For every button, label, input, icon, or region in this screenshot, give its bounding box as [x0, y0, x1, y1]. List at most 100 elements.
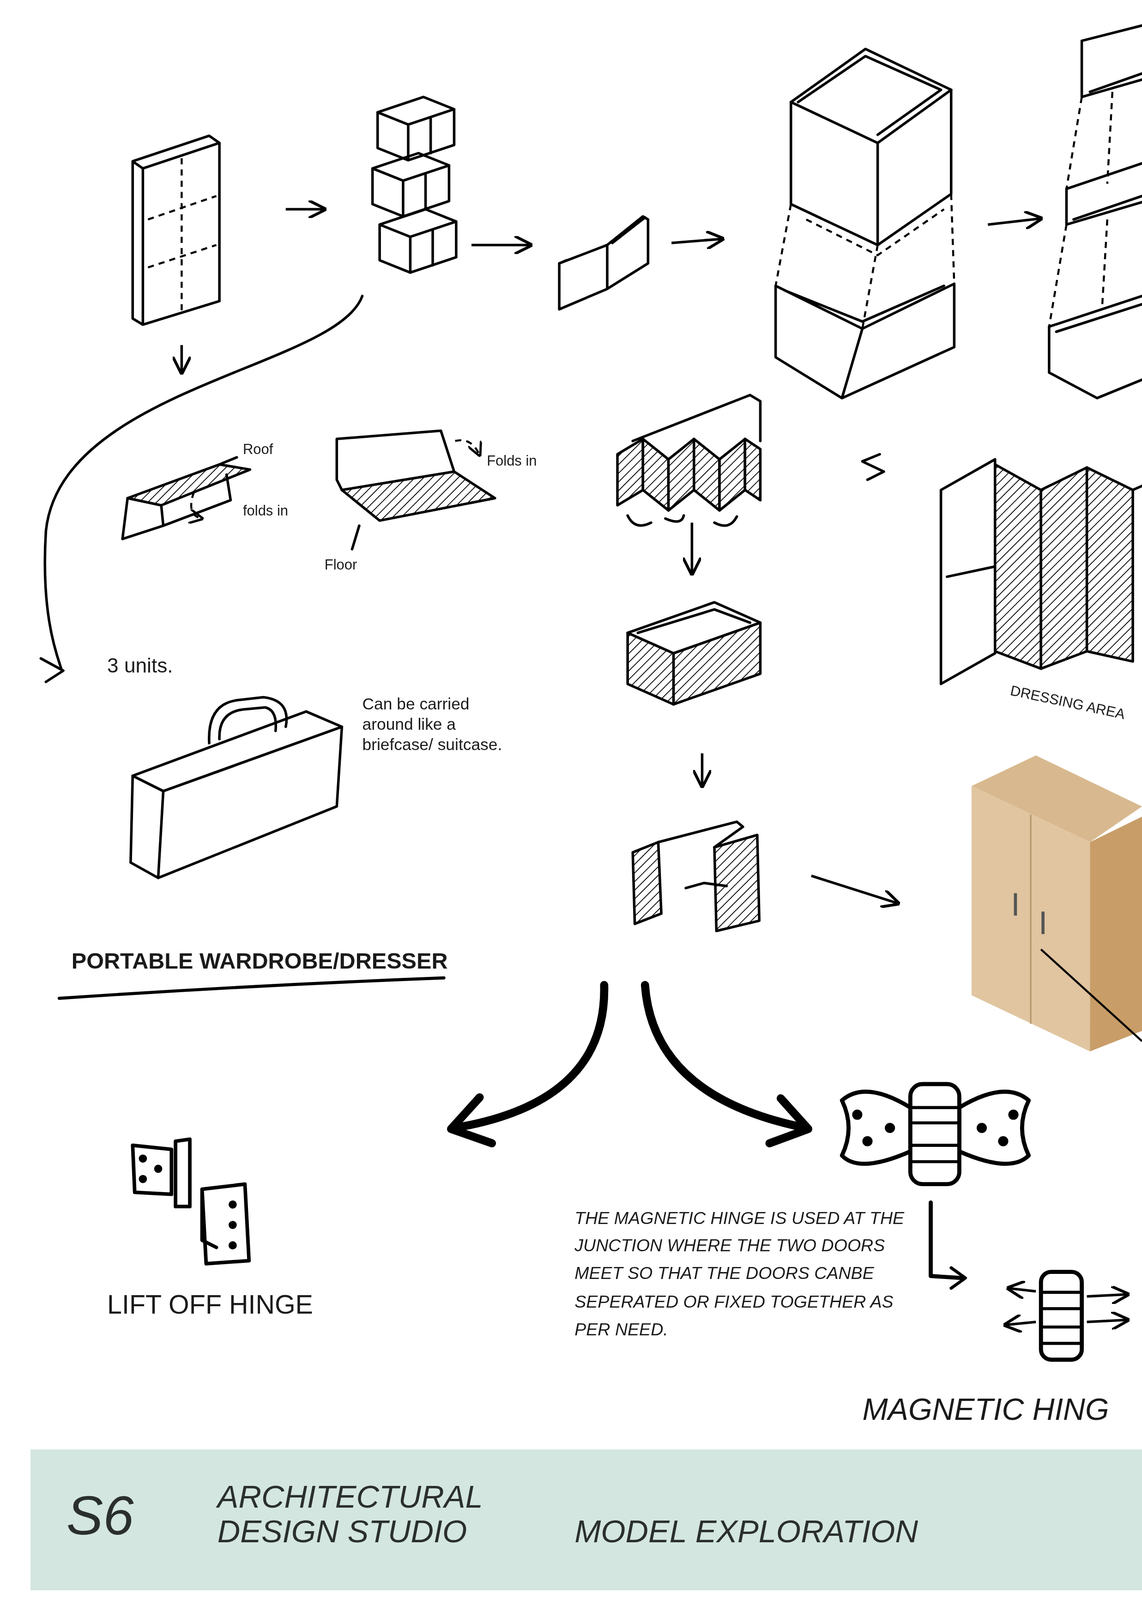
dressing-area-sketch-part: [1040, 467, 1087, 669]
dressing-area-sketch-part: [995, 464, 1041, 669]
magnetic-hinge-sketch-part: [930, 1202, 962, 1278]
magnetic-hinge-sketch-part: [910, 1107, 960, 1162]
floor-fold-sketch-part: [351, 525, 359, 550]
open-unit-sketch: [632, 821, 899, 931]
zigzag-panel-sketch-part: [632, 394, 761, 441]
magnet-separation-sketch-part: [1087, 1319, 1128, 1322]
box-sketch-part: [700, 753, 704, 786]
zigzag-panel-sketch-part: [744, 438, 761, 501]
roof-fold-sketch: [122, 457, 250, 539]
column-sketch-part: [791, 48, 952, 143]
shelf-tower-sketch-part: [1066, 163, 1142, 225]
zigzag-panel-sketch-part: [627, 515, 737, 526]
annotation: folds in: [242, 501, 289, 520]
sheet-number: S6: [66, 1481, 134, 1548]
l-panel-sketch-part: [671, 238, 723, 243]
open-unit-sketch-part: [811, 875, 899, 904]
lift-off-hinge-sketch-part: [132, 1138, 190, 1207]
panel-stack-sketch-part: [285, 207, 325, 211]
magnetic-hinge-sketch-part: [1008, 1109, 1019, 1120]
box-sketch-part: [627, 632, 674, 705]
dressing-area-sketch-part: [1087, 467, 1133, 662]
shelf-tower-sketch-part: [1049, 91, 1113, 327]
branch-arrows-part: [451, 1097, 492, 1143]
panel-stack-sketch-part: [132, 135, 220, 325]
magnetic-hinge-sketch-part: [976, 1122, 987, 1133]
lift-off-hinge-sketch-part: [138, 1174, 148, 1184]
magnetic-hinge-sketch-part: [910, 1083, 960, 1185]
lift-off-hinge-sketch-part: [228, 1200, 237, 1209]
branch-arrows: [451, 984, 809, 1144]
block-units-sketch: [372, 96, 532, 273]
lift-off-hinge-sketch-part: [228, 1220, 237, 1229]
column-sketch-part: [775, 283, 955, 399]
open-unit-sketch-part: [714, 834, 760, 931]
zigzag-panel-sketch-part: [719, 438, 745, 511]
magnetic-hinge-sketch-part: [997, 1135, 1009, 1147]
lift-off-hinge-sketch-part: [154, 1164, 163, 1173]
zigzag-panel-sketch: [617, 394, 761, 574]
lift-off-hinge-sketch-part: [138, 1154, 148, 1163]
cabinet-render-part: [1029, 814, 1032, 1024]
shelf-tower-sketch-part: [1049, 296, 1142, 399]
annotation: Roof: [242, 441, 273, 460]
open-unit-sketch-part: [685, 882, 727, 889]
title-underline-part: [59, 977, 444, 998]
l-panel-sketch: [559, 216, 723, 310]
magnet-separation-sketch: [1005, 1271, 1128, 1360]
suitcase-sketch-part: [158, 726, 343, 878]
zigzag-panel-sketch-part: [690, 522, 694, 575]
branch-arrows-part: [769, 1098, 809, 1143]
suitcase-sketch: [130, 696, 342, 878]
shelf-tower-sketch: [1049, 25, 1142, 399]
block-units-sketch-part: [471, 243, 531, 247]
magnet-separation-sketch-part: [1040, 1292, 1082, 1344]
roof-fold-sketch-part: [191, 491, 203, 519]
zigzag-panel-sketch-part: [694, 438, 720, 511]
zigzag-panel-sketch-part: [642, 438, 669, 511]
column-sketch-part: [775, 193, 955, 329]
cabinet-render-part: [1015, 893, 1044, 934]
magnetic-hinge-sketch-part: [851, 1109, 863, 1120]
suitcase-sketch-part: [130, 775, 164, 878]
lift-off-hinge-sketch-part: [228, 1240, 237, 1250]
column-sketch: [775, 48, 1042, 399]
cabinet-render-part: [971, 785, 1090, 1052]
branch-arrows-part: [645, 984, 807, 1128]
panel-stack-sketch: [132, 135, 325, 373]
path-to-suitcase-part: [44, 296, 363, 669]
floor-fold-sketch: [336, 430, 496, 550]
zigzag-panel-sketch-part: [668, 438, 695, 511]
magnetic-hinge-sketch: [841, 1083, 1029, 1288]
lift-off-hinge-sketch: [132, 1138, 249, 1264]
panel-stack-sketch-part: [180, 344, 184, 373]
magnetic-hinge-sketch-part: [841, 1091, 911, 1164]
panel-stack-sketch-part: [147, 158, 217, 312]
box-sketch-part: [673, 622, 761, 705]
annotation: Floor: [324, 555, 358, 575]
floor-fold-sketch-part: [455, 440, 480, 456]
annotation: Folds in: [486, 452, 537, 471]
magnetic-hinge-sketch-part: [862, 1135, 873, 1147]
box-sketch: [627, 602, 761, 786]
annotation: DRESSING AREA: [1008, 681, 1127, 724]
column-sketch-part: [987, 218, 1041, 225]
magnet-separation-sketch-part: [1040, 1271, 1082, 1360]
annotation: MAGNETIC HING: [862, 1389, 1109, 1429]
annotation: LIFT OFF HINGE: [107, 1287, 314, 1322]
suitcase-sketch-part: [132, 711, 342, 791]
block-units-sketch-part: [377, 96, 455, 161]
magnetic-hinge-sketch-part: [959, 1091, 1029, 1164]
annotation: 3 units.: [107, 652, 174, 679]
sheet-title: MODEL EXPLORATION: [574, 1512, 919, 1551]
annotation: Can be carried around like a briefcase/ …: [362, 694, 516, 756]
cabinet-render-part: [1040, 948, 1142, 1041]
zigzag-panel-sketch-part: [617, 438, 643, 506]
course-name: ARCHITECTURAL DESIGN STUDIO: [217, 1480, 514, 1550]
footer-band: S6 ARCHITECTURAL DESIGN STUDIO MODEL EXPLO…: [30, 1449, 1142, 1590]
annotation: THE MAGNETIC HINGE IS USED AT THE JUNCTI…: [574, 1204, 922, 1343]
dressing-area-sketch: [862, 453, 1142, 684]
cabinet-render: [971, 755, 1142, 1052]
